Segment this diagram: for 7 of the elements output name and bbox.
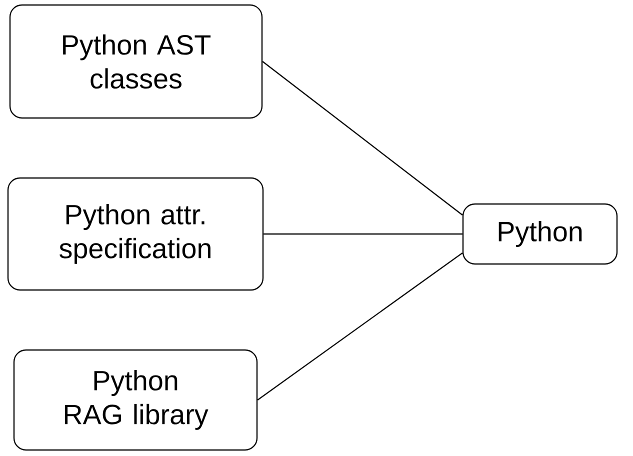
- connector-line: [257, 252, 463, 400]
- connector-line: [264, 233, 462, 235]
- process-box: Python RAG library: [13, 349, 258, 451]
- connector-line: [262, 61, 463, 216]
- process-box: Python AST classes: [9, 4, 263, 119]
- process-box: Python: [462, 203, 618, 265]
- process-box: Python attr. specification: [7, 177, 264, 291]
